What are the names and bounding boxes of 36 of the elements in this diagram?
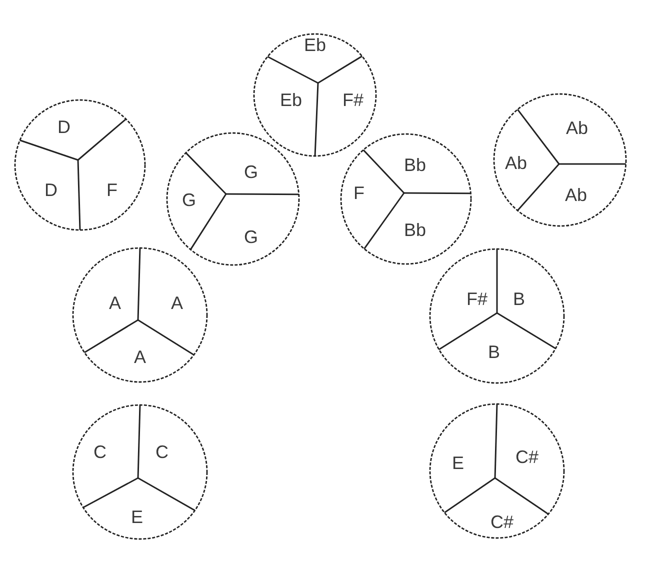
note-label: E <box>131 508 143 526</box>
note-label: Ab <box>566 119 588 137</box>
note-label: F <box>106 181 118 199</box>
note-label: E <box>452 454 464 472</box>
divided-circle <box>340 133 472 265</box>
divided-circle <box>72 404 208 540</box>
note-label: A <box>134 348 146 366</box>
note-label: Ab <box>504 154 528 172</box>
note-label: Bb <box>404 221 426 239</box>
note-label: Eb <box>280 91 302 109</box>
divided-circle <box>429 403 565 539</box>
note-label: C <box>94 443 106 461</box>
note-label: D <box>58 118 70 136</box>
note-label: G <box>244 228 258 246</box>
note-label: C <box>156 443 168 461</box>
note-label: G <box>244 163 258 181</box>
note-label: F <box>354 184 364 202</box>
note-label: B <box>488 343 500 361</box>
note-label: F# <box>466 290 488 308</box>
note-label: G <box>182 191 196 209</box>
note-label: D <box>44 181 58 199</box>
divided-circle <box>429 248 565 384</box>
note-label: A <box>109 294 121 312</box>
divided-circle <box>253 33 377 157</box>
note-label: Bb <box>404 156 426 174</box>
note-label: A <box>171 294 183 312</box>
note-label: Eb <box>304 36 326 54</box>
note-label: C# <box>490 513 514 531</box>
note-label: Ab <box>564 186 588 204</box>
divided-circle <box>14 99 146 231</box>
divided-circle <box>493 93 627 227</box>
note-label: B <box>513 290 525 308</box>
note-label: F# <box>342 91 364 109</box>
note-label: C# <box>516 448 538 466</box>
divided-circle <box>166 132 300 266</box>
divided-circle <box>72 247 208 383</box>
